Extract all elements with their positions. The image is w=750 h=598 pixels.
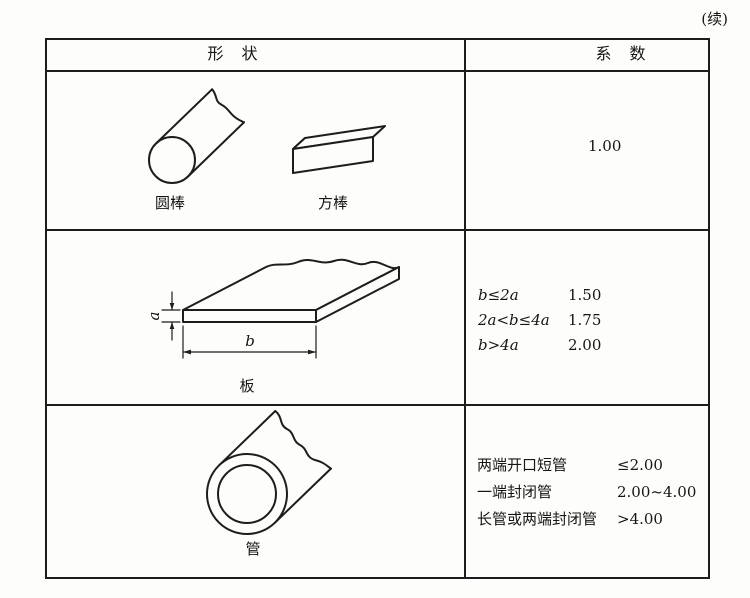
- plate-drawing: a b: [150, 258, 400, 359]
- square-bar-label: 方棒: [317, 194, 348, 212]
- dim-a-extension-lines: [161, 309, 181, 323]
- continued-label: (续): [701, 10, 728, 28]
- coefficient-value: ≤2.00: [617, 456, 663, 474]
- coefficient-value: >4.00: [617, 510, 663, 528]
- table-border-top: [45, 38, 710, 40]
- dim-a-arrow-top: [169, 303, 175, 310]
- round-bar-label: 圆棒: [154, 194, 185, 212]
- coefficient-value: 1.50: [568, 286, 602, 304]
- table-border-left: [45, 38, 47, 579]
- square-bar-drawing: [292, 125, 386, 174]
- coefficient-row: 两端开口短管 ≤2.00: [477, 456, 663, 474]
- square-bar-front-face: [292, 136, 374, 174]
- round-bar-side-line: [187, 121, 245, 178]
- coefficient-row: 2a<b≤4a 1.75: [478, 311, 601, 329]
- round-bar-broken-end: [211, 88, 245, 124]
- condition-text: 2a<b≤4a: [478, 311, 550, 329]
- plate-front-face: [182, 309, 317, 323]
- tube-drawing: [206, 410, 332, 535]
- condition-text: 长管或两端封闭管: [477, 510, 598, 528]
- coefficient-value: 2.00~4.00: [617, 483, 697, 501]
- dim-a-arrow-bottom: [169, 322, 175, 329]
- tube-label: 管: [245, 540, 261, 558]
- header-separator: [45, 70, 710, 72]
- coefficient-row: 一端封闭管 2.00~4.00: [477, 483, 696, 501]
- dim-b-arrow-left: [183, 349, 191, 355]
- condition-text: 一端封闭管: [477, 483, 553, 501]
- coefficient-row: b>4a 2.00: [478, 336, 601, 354]
- shape-column-header: 形 状: [207, 44, 259, 63]
- row-separator-1: [45, 229, 710, 231]
- plate-top-face: [182, 258, 400, 311]
- round-bar-side-line: [155, 88, 214, 145]
- table-border-right: [708, 38, 710, 579]
- plate-label: 板: [239, 377, 255, 395]
- coefficient-row: 长管或两端封闭管 >4.00: [477, 510, 663, 528]
- table-border-bottom: [45, 577, 710, 579]
- tube-side-line: [273, 467, 332, 524]
- tube-inner-circle: [217, 464, 277, 524]
- row-separator-2: [45, 404, 710, 406]
- round-bar-end-face: [148, 136, 196, 184]
- dim-b-arrow-right: [308, 349, 316, 355]
- condition-text: 两端开口短管: [477, 456, 568, 474]
- coefficient-row: b≤2a 1.50: [478, 286, 601, 304]
- dim-a-label: a: [150, 312, 163, 321]
- row1-coefficient-value: 1.00: [588, 137, 622, 155]
- tube-side-line: [218, 410, 277, 467]
- condition-text: b≤2a: [478, 286, 519, 304]
- dim-b-extension-lines: [182, 325, 317, 359]
- coefficient-value: 2.00: [568, 336, 602, 354]
- condition-text: b>4a: [478, 336, 519, 354]
- coefficient-column-header: 系 数: [595, 44, 647, 63]
- coefficient-value: 1.75: [568, 311, 602, 329]
- column-divider: [464, 38, 466, 579]
- dim-b-label: b: [245, 332, 255, 350]
- tube-broken-end: [274, 410, 332, 470]
- round-bar-drawing: [148, 88, 245, 184]
